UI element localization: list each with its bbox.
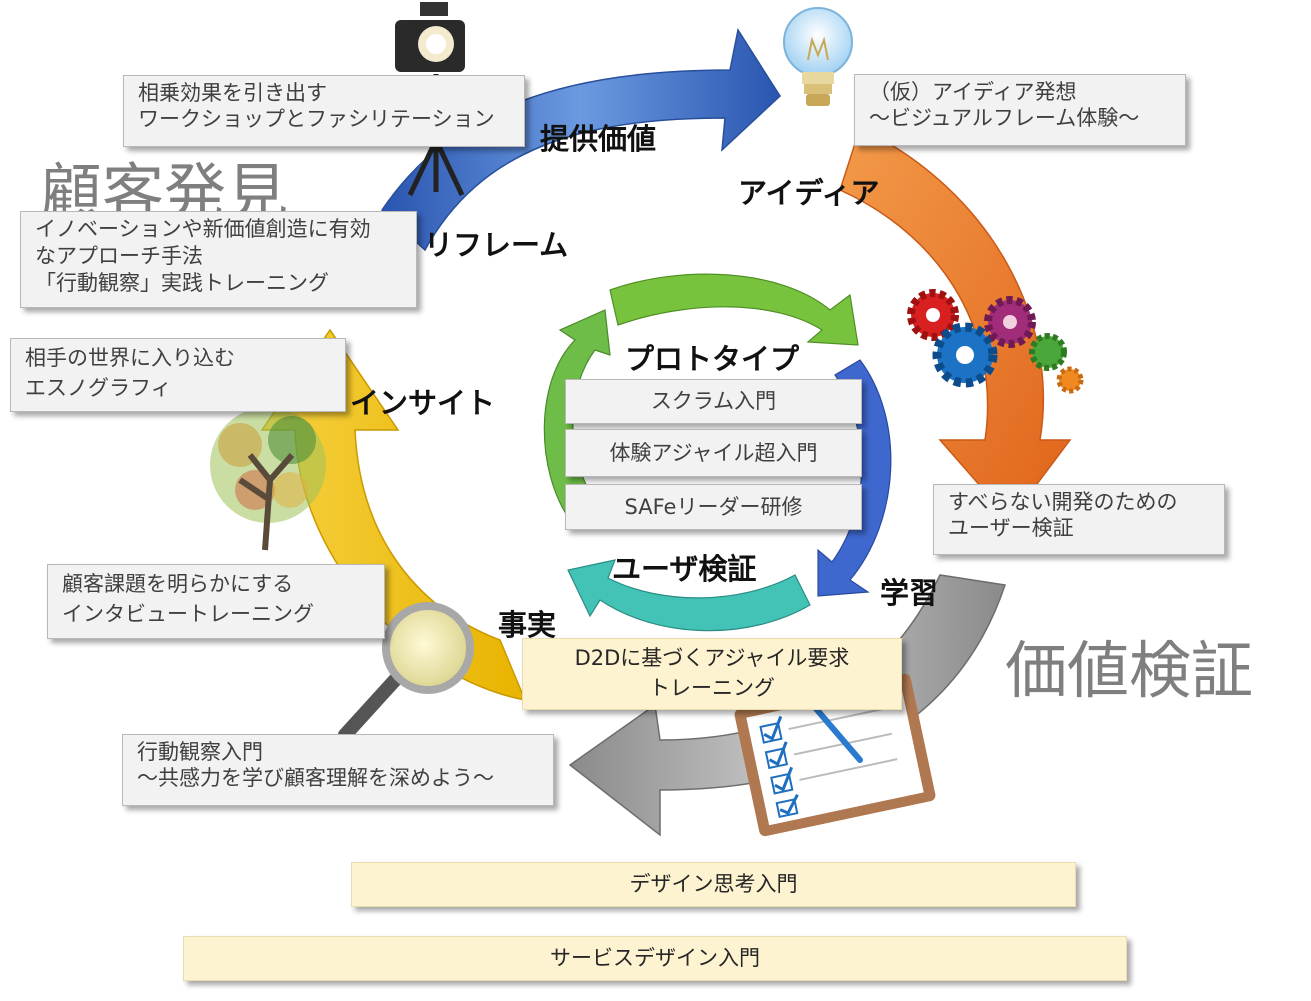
label-user-validation: ユーザ検証	[612, 552, 757, 586]
magnifier-icon	[338, 602, 474, 742]
course-behavior-observation-intro[interactable]: 行動観察入門 ～共感力を学び顧客理解を深めよう～	[122, 734, 554, 806]
label-value-offer: 提供価値	[540, 122, 657, 156]
clipboard-icon	[734, 673, 936, 837]
orange-arrow	[839, 126, 1072, 522]
course-agile-intro[interactable]: 体験アジャイル超入門	[565, 429, 862, 477]
label-idea: アイディア	[738, 176, 880, 210]
course-ethnography[interactable]: 相手の世界に入り込む エスノグラフィ	[10, 338, 346, 412]
course-safe-leader[interactable]: SAFeリーダー研修	[565, 484, 862, 530]
course-design-thinking[interactable]: デザイン思考入門	[351, 862, 1076, 907]
inner-teal-arrow	[567, 559, 811, 632]
label-insight: インサイト	[350, 386, 496, 420]
spotlight-icon	[395, 2, 465, 197]
course-idea-generation[interactable]: （仮）アイディア発想 ～ビジュアルフレーム体験～	[854, 74, 1186, 146]
label-prototype: プロトタイプ	[625, 342, 800, 376]
course-scrum-intro[interactable]: スクラム入門	[565, 379, 862, 424]
course-interview-training[interactable]: 顧客課題を明らかにする インタビュートレーニング	[47, 564, 385, 639]
label-learning: 学習	[880, 576, 939, 610]
course-synergy-workshop[interactable]: 相乗効果を引き出す ワークショップとファシリテーション	[123, 75, 525, 147]
course-d2d-training[interactable]: D2Dに基づくアジャイル要求 トレーニング	[522, 638, 902, 710]
lightbulb-icon	[783, 7, 853, 106]
tree-icon	[210, 407, 326, 551]
label-reframe: リフレーム	[424, 228, 569, 262]
course-service-design[interactable]: サービスデザイン入門	[183, 936, 1127, 981]
value-validation-label: 価値検証	[1005, 634, 1254, 707]
inner-green-arrow-top	[609, 273, 859, 346]
gears-icon	[907, 289, 1084, 394]
course-behavior-observation-training[interactable]: イノベーションや新価値創造に有効 なアプローチ手法 「行動観察」実践トレーニング	[20, 211, 417, 308]
label-fact: 事実	[498, 608, 557, 642]
course-user-validation[interactable]: すべらない開発のための ユーザー検証	[933, 484, 1225, 555]
